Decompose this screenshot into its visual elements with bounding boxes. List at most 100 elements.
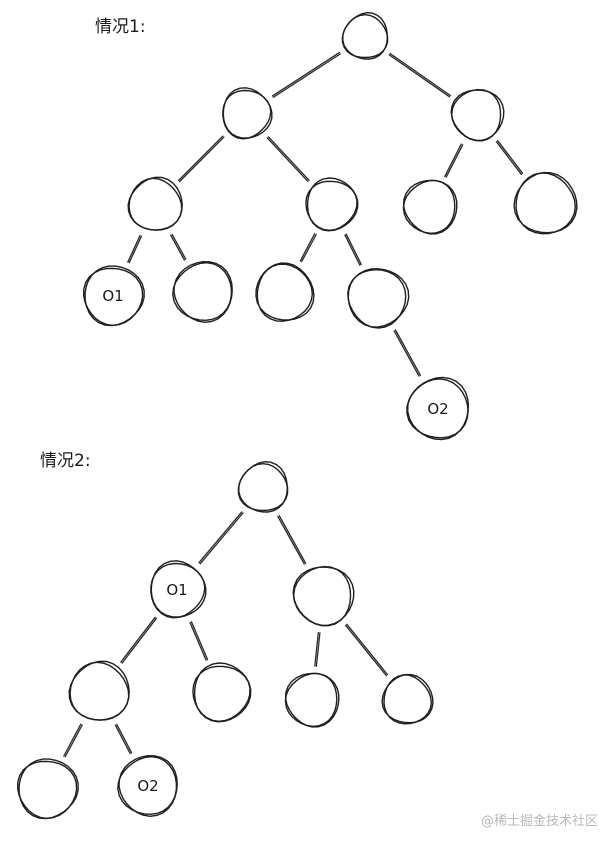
tree-edge <box>177 135 224 182</box>
tree-edge <box>64 724 83 758</box>
tree-edge <box>271 51 341 97</box>
node-circle <box>402 179 458 235</box>
tree-edge <box>389 52 452 97</box>
node-circle <box>515 172 577 235</box>
tree-node <box>292 565 355 627</box>
tree-edge <box>344 234 361 266</box>
node-circle <box>128 177 183 231</box>
node-circle <box>306 177 359 232</box>
case2-label: 情况2: <box>40 451 91 471</box>
node-circle <box>222 87 273 139</box>
tree-node <box>305 177 359 232</box>
node-circle <box>292 565 352 627</box>
tree-edge <box>114 724 131 755</box>
node-circle <box>193 662 252 723</box>
tree-edge <box>120 616 156 663</box>
tree-edge <box>171 233 187 260</box>
node-label: O2 <box>137 777 158 795</box>
node-circle <box>292 566 355 627</box>
node-circle <box>173 260 233 324</box>
node-label: O2 <box>427 400 448 418</box>
tree-node <box>255 262 315 322</box>
node-circle <box>68 660 130 721</box>
tree-edge <box>345 233 362 266</box>
node-circle <box>383 674 433 725</box>
tree-edge <box>128 235 143 264</box>
node-circle <box>450 89 505 142</box>
tree-node <box>16 758 79 820</box>
case1-edges <box>127 51 524 377</box>
node-circle <box>284 672 340 728</box>
tree-edge <box>266 137 309 183</box>
tree-edge <box>178 136 225 183</box>
tree-node <box>172 260 233 324</box>
tree-node: O2 <box>117 754 178 818</box>
node-circle <box>150 560 207 618</box>
tree-edge <box>190 621 209 661</box>
tree-edge <box>394 329 422 376</box>
tree-edge <box>189 621 207 661</box>
tree-edge <box>346 623 389 676</box>
tree-edge <box>63 723 82 757</box>
node-circle <box>18 758 79 820</box>
tree-edge <box>495 141 522 175</box>
tree-node <box>513 171 578 235</box>
tree-edge <box>393 330 420 377</box>
node-circle <box>406 376 470 441</box>
tree-edge <box>127 234 141 263</box>
tree-node <box>237 460 289 513</box>
tree-node <box>381 673 434 725</box>
tree-node <box>347 268 410 329</box>
tree-edge <box>199 512 244 565</box>
tree-edge <box>198 511 243 564</box>
tree-edge <box>299 233 316 262</box>
tree-node: O1 <box>150 560 207 619</box>
watermark-text: @稀土掘金技术社区 <box>481 813 598 829</box>
tree-node: O1 <box>82 265 145 327</box>
tree-edge <box>170 234 186 261</box>
node-circle <box>255 262 315 321</box>
tree-edge <box>314 632 319 667</box>
tree-node <box>284 672 340 728</box>
node-circle <box>513 171 578 234</box>
tree-edge <box>445 144 464 178</box>
tree-node <box>222 87 273 140</box>
tree-edge <box>315 632 321 667</box>
node-circle <box>402 179 456 235</box>
tree-edge <box>301 233 317 263</box>
case1-label: 情况1: <box>95 17 146 37</box>
tree-node <box>127 176 183 231</box>
tree-edge <box>497 140 524 174</box>
node-circle <box>16 760 78 820</box>
tree-node <box>450 88 505 142</box>
node-circle <box>127 176 183 231</box>
node-label: O1 <box>166 581 187 599</box>
tree-node <box>402 179 458 235</box>
tree-edge <box>277 515 305 565</box>
tree-edge <box>444 143 462 178</box>
node-circle <box>84 265 145 327</box>
tree-edge <box>267 136 310 181</box>
tree-node <box>192 662 252 723</box>
tree-edge <box>121 617 158 664</box>
tree-edge <box>116 723 133 754</box>
node-circle <box>118 754 178 818</box>
node-label: O1 <box>102 287 123 305</box>
node-circle <box>82 267 144 327</box>
node-circle <box>450 88 502 142</box>
node-circle <box>381 673 434 724</box>
node-circle <box>342 11 389 60</box>
tree-edge <box>344 624 387 677</box>
case2-edges <box>63 511 389 758</box>
tree-edge <box>388 54 451 98</box>
node-circle <box>347 268 410 328</box>
node-circle <box>238 460 289 513</box>
node-circle <box>69 661 130 721</box>
tree-edge <box>278 514 307 564</box>
tree-node <box>341 11 389 60</box>
node-circle <box>284 672 338 728</box>
tree-node: O2 <box>406 376 470 441</box>
